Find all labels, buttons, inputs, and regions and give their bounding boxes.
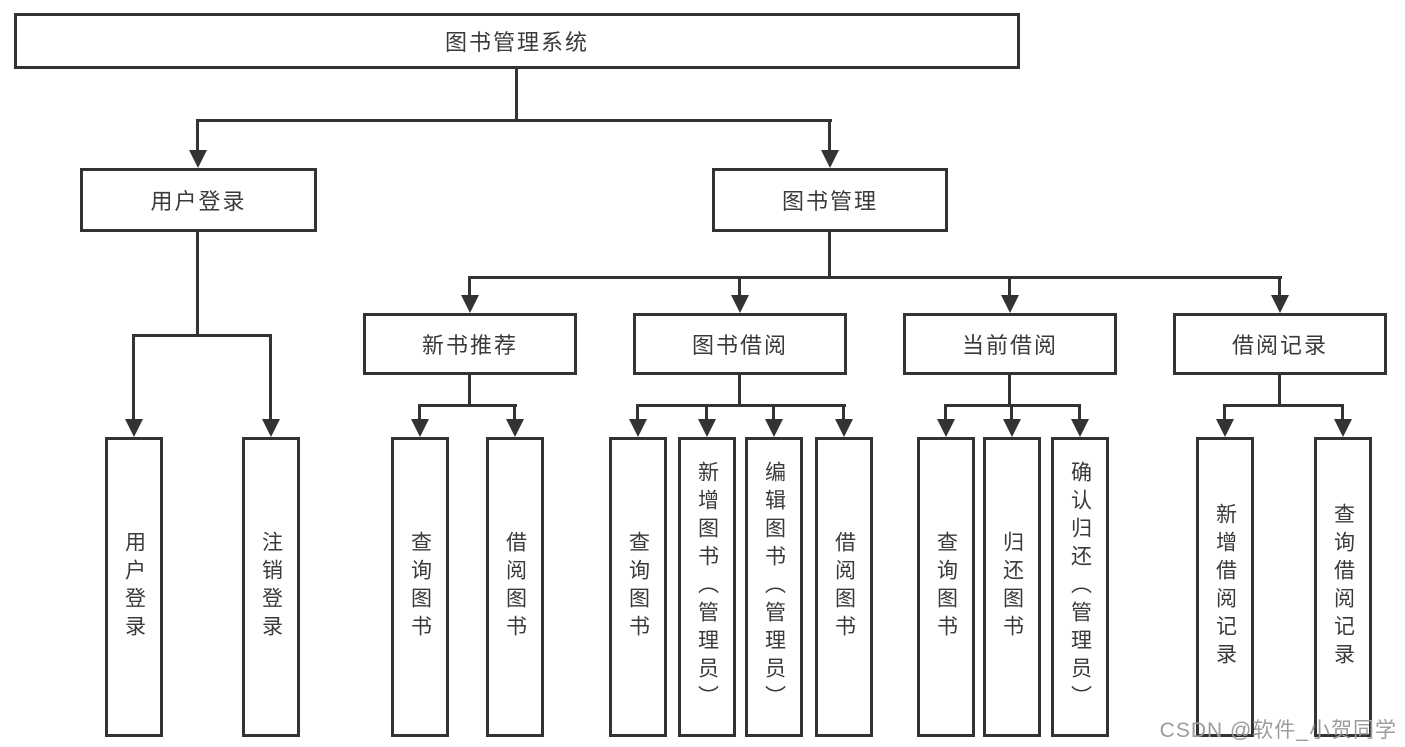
arrow-down-icon: [1071, 419, 1089, 437]
connector-line: [132, 334, 135, 424]
leaf-query-books-recommend: 查询图书: [391, 437, 449, 737]
connector-line: [828, 119, 831, 156]
arrow-down-icon: [125, 419, 143, 437]
node-label: 归还图书: [1000, 531, 1024, 643]
node-label: 查询借阅记录: [1331, 503, 1355, 671]
leaf-add-book-admin: 新增图书（管理员）: [678, 437, 736, 737]
connector-line: [1341, 404, 1344, 424]
node-current-borrowing: 当前借阅: [903, 313, 1117, 375]
node-label: 借阅图书: [503, 531, 527, 643]
connector-line: [1078, 404, 1081, 424]
node-label: 新增借阅记录: [1213, 503, 1237, 671]
node-borrowing-records: 借阅记录: [1173, 313, 1387, 375]
node-label: 图书管理: [781, 189, 878, 214]
connector-line: [1278, 375, 1281, 405]
arrow-down-icon: [821, 150, 839, 168]
node-label: 用户登录: [122, 531, 146, 643]
node-label: 图书管理系统: [444, 30, 589, 55]
arrow-down-icon: [698, 419, 716, 437]
node-label: 查询图书: [626, 531, 650, 643]
connector-line: [418, 404, 421, 424]
connector-line: [944, 404, 947, 424]
node-label: 注销登录: [259, 531, 283, 643]
connector-line: [842, 404, 845, 424]
leaf-borrow-books: 借阅图书: [815, 437, 873, 737]
connector-line: [1278, 276, 1281, 301]
leaf-confirm-return-admin: 确认归还（管理员）: [1051, 437, 1109, 737]
connector-line: [196, 232, 199, 336]
leaf-edit-book-admin: 编辑图书（管理员）: [745, 437, 803, 737]
arrow-down-icon: [765, 419, 783, 437]
arrow-down-icon: [461, 295, 479, 313]
node-label: 借阅记录: [1231, 333, 1328, 358]
node-label: 当前借阅: [961, 333, 1058, 358]
node-label: 查询图书: [934, 531, 958, 643]
connector-line: [1010, 404, 1013, 424]
node-label: 新书推荐: [421, 333, 518, 358]
arrow-down-icon: [1271, 295, 1289, 313]
leaf-return-books: 归还图书: [983, 437, 1041, 737]
leaf-borrow-books-recommend: 借阅图书: [486, 437, 544, 737]
node-label: 新增图书（管理员）: [695, 461, 719, 713]
node-label: 借阅图书: [832, 531, 856, 643]
connector-line: [1008, 276, 1011, 301]
node-label: 确认归还（管理员）: [1068, 461, 1092, 713]
connector-line: [513, 404, 516, 424]
arrow-down-icon: [506, 419, 524, 437]
node-label: 编辑图书（管理员）: [762, 461, 786, 713]
arrow-down-icon: [835, 419, 853, 437]
connector-line: [132, 334, 272, 337]
node-library-system: 图书管理系统: [14, 13, 1020, 69]
arrow-down-icon: [1216, 419, 1234, 437]
arrow-down-icon: [1001, 295, 1019, 313]
connector-line: [738, 375, 741, 405]
arrow-down-icon: [937, 419, 955, 437]
node-book-management: 图书管理: [712, 168, 948, 232]
connector-line: [196, 119, 199, 156]
connector-line: [468, 276, 1282, 279]
arrow-down-icon: [1334, 419, 1352, 437]
leaf-query-books-current: 查询图书: [917, 437, 975, 737]
connector-line: [636, 404, 639, 424]
connector-line: [418, 404, 517, 407]
connector-line: [468, 276, 471, 301]
leaf-user-login: 用户登录: [105, 437, 163, 737]
connector-line: [515, 69, 518, 121]
connector-line: [828, 232, 831, 278]
connector-line: [705, 404, 708, 424]
connector-line: [1223, 404, 1226, 424]
node-label: 查询图书: [408, 531, 432, 643]
node-label: 图书借阅: [691, 333, 788, 358]
arrow-down-icon: [189, 150, 207, 168]
arrow-down-icon: [262, 419, 280, 437]
csdn-watermark: CSDN @软件_小贺同学: [1159, 719, 1397, 742]
connector-line: [1223, 404, 1344, 407]
connector-line: [636, 404, 846, 407]
connector-line: [468, 375, 471, 405]
connector-line: [196, 119, 832, 122]
node-new-book-recommendation: 新书推荐: [363, 313, 577, 375]
connector-line: [772, 404, 775, 424]
arrow-down-icon: [731, 295, 749, 313]
leaf-query-books-borrow: 查询图书: [609, 437, 667, 737]
node-label: 用户登录: [150, 189, 247, 214]
leaf-logout: 注销登录: [242, 437, 300, 737]
connector-line: [1008, 375, 1011, 405]
arrow-down-icon: [629, 419, 647, 437]
node-book-borrowing: 图书借阅: [633, 313, 847, 375]
connector-line: [269, 334, 272, 424]
leaf-query-borrow-record: 查询借阅记录: [1314, 437, 1372, 737]
leaf-add-borrow-record: 新增借阅记录: [1196, 437, 1254, 737]
arrow-down-icon: [1003, 419, 1021, 437]
arrow-down-icon: [411, 419, 429, 437]
connector-line: [738, 276, 741, 301]
node-user-login: 用户登录: [80, 168, 317, 232]
